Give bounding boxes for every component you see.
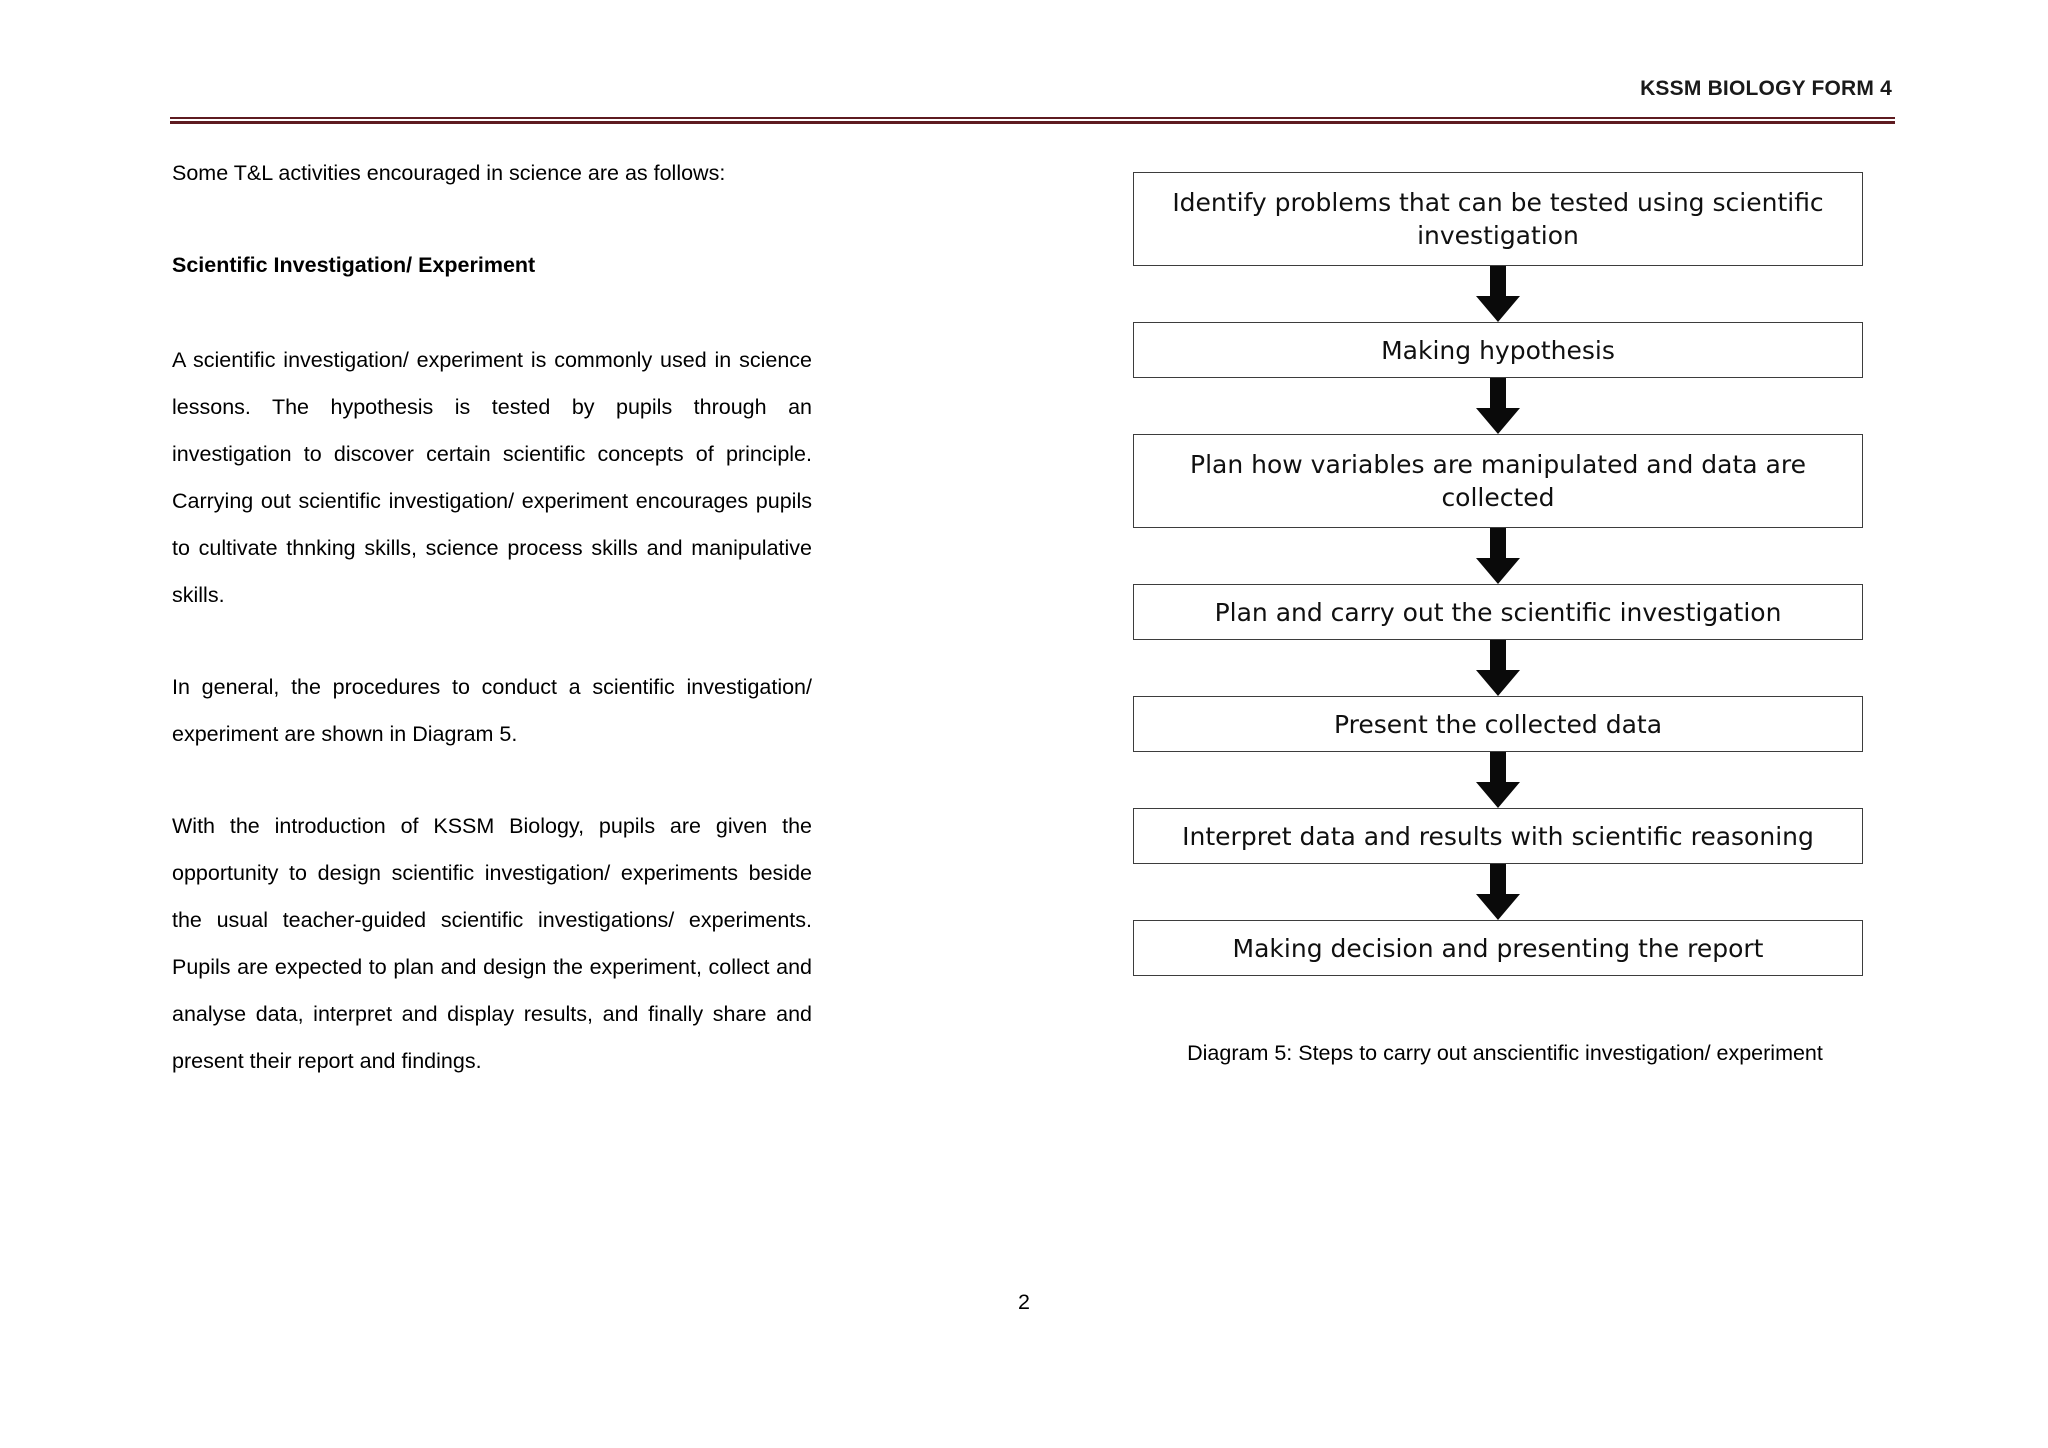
body-paragraph-2: In general, the procedures to conduct a …: [172, 675, 812, 746]
figure-caption: Diagram 5: Steps to carry out anscientif…: [1187, 1041, 1823, 1065]
flow-step-1-label: Identify problems that can be tested usi…: [1172, 188, 1824, 250]
flow-step-2-label: Making hypothesis: [1381, 335, 1615, 365]
page-number: 2: [1018, 1290, 1030, 1314]
flow-step-6: Interpret data and results with scientif…: [1133, 808, 1863, 864]
flow-step-7-label: Making decision and presenting the repor…: [1232, 933, 1764, 963]
flow-step-3: Plan how variables are manipulated and d…: [1133, 434, 1863, 528]
flow-arrow-4: [1133, 640, 1863, 696]
intro-paragraph: Some T&L activities encouraged in scienc…: [172, 161, 726, 185]
flow-arrow-2: [1133, 378, 1863, 434]
spacer: [172, 619, 812, 664]
left-text-column: Some T&L activities encouraged in scienc…: [172, 150, 812, 1085]
flow-step-5: Present the collected data: [1133, 696, 1863, 752]
flow-arrow-1: [1133, 266, 1863, 322]
body-paragraph-3: With the introduction of KSSM Biology, p…: [172, 814, 812, 1073]
flow-step-5-label: Present the collected data: [1333, 709, 1663, 739]
flow-step-6-label: Interpret data and results with scientif…: [1182, 821, 1814, 851]
spacer: [172, 289, 812, 337]
spacer: [172, 197, 812, 242]
section-heading: Scientific Investigation/ Experiment: [172, 253, 536, 277]
flow-step-4: Plan and carry out the scientific invest…: [1133, 584, 1863, 640]
flow-step-1: Identify problems that can be tested usi…: [1133, 172, 1863, 266]
flow-step-4-label: Plan and carry out the scientific invest…: [1214, 597, 1782, 627]
flow-step-3-label: Plan how variables are manipulated and d…: [1190, 450, 1806, 512]
header-divider-line-bottom: [170, 121, 1895, 124]
page-header: KSSM BIOLOGY FORM 4: [170, 78, 1892, 99]
body-paragraph-1: A scientific investigation/ experiment i…: [172, 348, 812, 607]
spacer: [172, 758, 812, 803]
flow-arrow-6: [1133, 864, 1863, 920]
header-title: KSSM BIOLOGY FORM 4: [1640, 77, 1892, 100]
header-divider: [170, 117, 1895, 124]
flow-arrow-3: [1133, 528, 1863, 584]
header-divider-line-top: [170, 117, 1895, 119]
flow-step-2: Making hypothesis: [1133, 322, 1863, 378]
flow-step-7: Making decision and presenting the repor…: [1133, 920, 1863, 976]
flowchart-diagram: Identify problems that can be tested usi…: [1133, 172, 1863, 976]
flow-arrow-5: [1133, 752, 1863, 808]
